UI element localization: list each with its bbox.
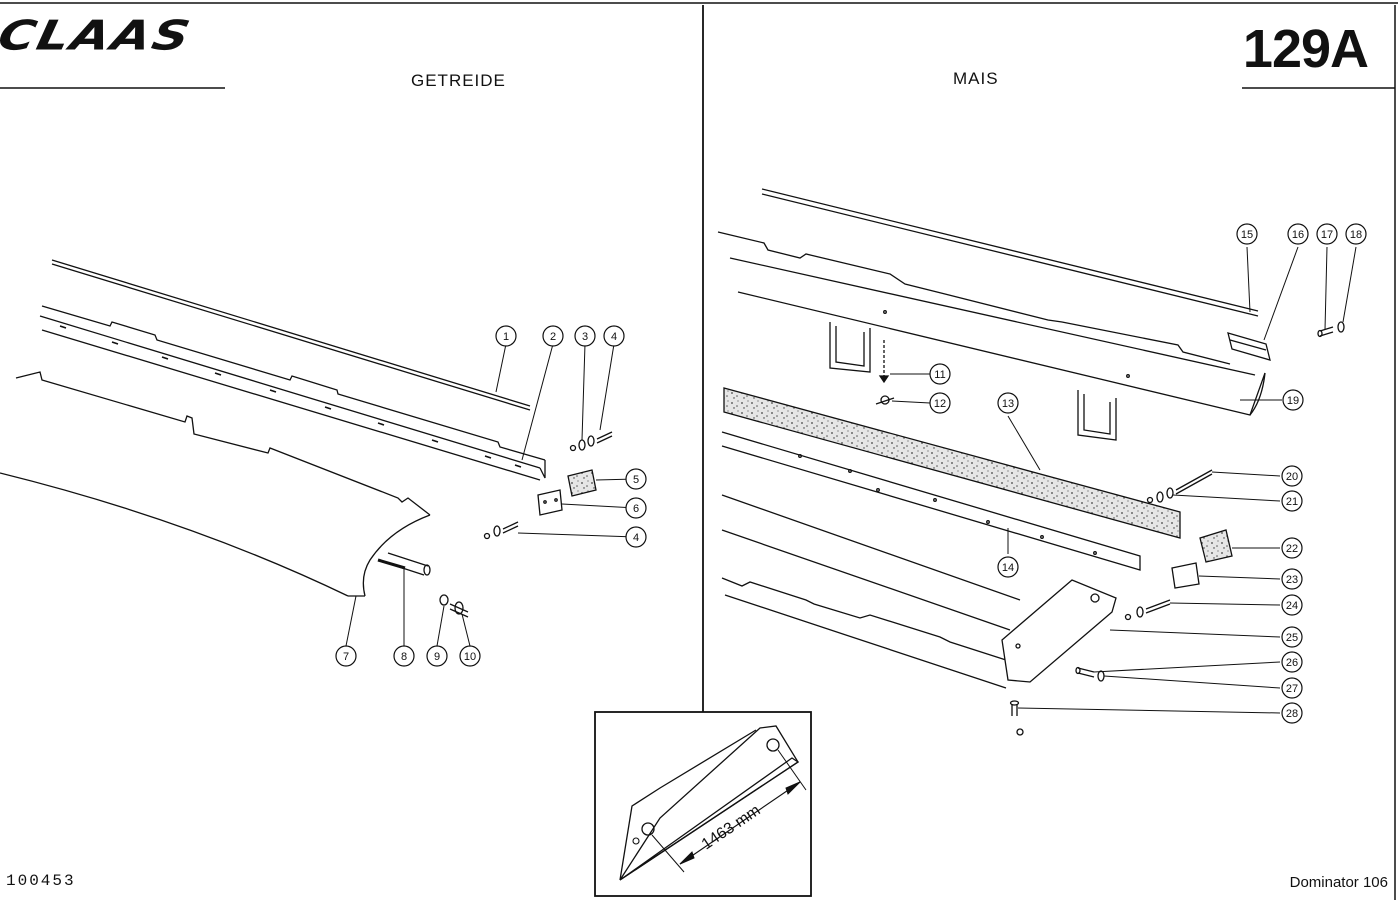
callout-circle [625, 497, 647, 519]
callout-circle [1281, 626, 1303, 648]
leader-lines-right [890, 246, 1357, 714]
callout-number: 6 [633, 503, 639, 515]
callout-number: 7 [343, 651, 349, 663]
callouts-mais: 15 16 17 18 11 12 19 13 20 21 22 14 23 24 25 26 27 28 [929, 223, 1367, 724]
hardware-11-12 [875, 340, 895, 405]
callout-circle [997, 392, 1019, 414]
hardware-20-21 [1146, 469, 1213, 504]
callout-circle [1236, 223, 1258, 245]
callout-circle [393, 645, 415, 667]
callout-number: 4 [633, 532, 639, 544]
callout-circle [1316, 223, 1338, 245]
section-title-mais: MAIS [953, 69, 999, 88]
callout-number: 16 [1292, 229, 1304, 241]
callout-number: 9 [434, 651, 440, 663]
callout-number: 18 [1350, 229, 1362, 241]
mais-parts [717, 188, 1357, 736]
callout-circle [574, 325, 596, 347]
callout-circle [495, 325, 517, 347]
part-2-bar [39, 305, 546, 481]
part-8-shaft [377, 552, 431, 576]
callout-circle [1281, 702, 1303, 724]
model-name: Dominator 106 [1289, 874, 1388, 891]
leader-lines-left [345, 343, 637, 647]
callout-circle [335, 645, 357, 667]
hardware-lower-4 [483, 521, 519, 540]
callouts-getreide: 1 2 3 4 5 6 4 7 8 9 10 [335, 325, 647, 667]
document-number: 100453 [6, 872, 76, 890]
part-5-pad [567, 469, 597, 497]
callout-circle [1287, 223, 1309, 245]
part-23-plate [1171, 562, 1200, 589]
part-19-trough [717, 231, 1266, 441]
part-13-foam-strip [723, 387, 1181, 539]
callout-number: 3 [582, 331, 588, 343]
hardware-17-18 [1317, 321, 1345, 338]
callout-number: 26 [1286, 657, 1298, 669]
callout-circle [459, 645, 481, 667]
callout-number: 1 [503, 331, 509, 343]
callout-number: 23 [1286, 574, 1298, 586]
hardware-9-10 [439, 594, 469, 618]
part-15-rod [761, 188, 1259, 317]
callout-number: 2 [550, 331, 556, 343]
callout-number: 25 [1286, 632, 1298, 644]
callout-number: 12 [934, 398, 946, 410]
getreide-parts [0, 259, 637, 647]
page-number: 129A [1242, 19, 1369, 79]
callout-circle [1281, 651, 1303, 673]
callout-circle [625, 468, 647, 490]
callout-number: 24 [1286, 600, 1298, 612]
callout-number: 4 [611, 331, 617, 343]
part-22-pad [1199, 529, 1233, 563]
callout-number: 13 [1002, 398, 1014, 410]
part-16-bracket [1227, 332, 1271, 361]
callout-circle [1281, 537, 1303, 559]
brand-logo: CLAAS [0, 12, 196, 60]
callout-circle [1281, 568, 1303, 590]
callout-circle [542, 325, 564, 347]
callout-circle [1282, 389, 1304, 411]
part-25-plate [721, 494, 1117, 689]
section-title-getreide: GETREIDE [411, 71, 506, 90]
callout-number: 20 [1286, 471, 1298, 483]
callout-number: 28 [1286, 708, 1298, 720]
part-1-rod [51, 259, 531, 411]
callout-number: 5 [633, 474, 639, 486]
callout-circle [625, 526, 647, 548]
callout-number: 27 [1286, 683, 1298, 695]
callout-circle [929, 392, 951, 414]
callout-number: 21 [1286, 496, 1298, 508]
callout-circle [1345, 223, 1367, 245]
callout-circle [426, 645, 448, 667]
callout-number: 14 [1002, 562, 1014, 574]
callout-number: 19 [1287, 395, 1299, 407]
callout-circle [1281, 594, 1303, 616]
callout-circle [1281, 490, 1303, 512]
callout-number: 22 [1286, 543, 1298, 555]
callout-circle [929, 363, 951, 385]
hardware-24 [1124, 599, 1171, 621]
callout-circle [1281, 465, 1303, 487]
hardware-3-4 [569, 431, 613, 452]
callout-number: 8 [401, 651, 407, 663]
part-14-bar [721, 431, 1141, 571]
callout-number: 10 [464, 651, 476, 663]
callout-number: 11 [934, 369, 945, 381]
detail-inset [594, 711, 812, 897]
callout-circle [997, 556, 1019, 578]
part-6-plate [537, 489, 563, 516]
callout-number: 17 [1321, 229, 1333, 241]
callout-number: 15 [1241, 229, 1253, 241]
callout-circle [1281, 677, 1303, 699]
part-7-cover [0, 371, 431, 597]
callout-circle [603, 325, 625, 347]
